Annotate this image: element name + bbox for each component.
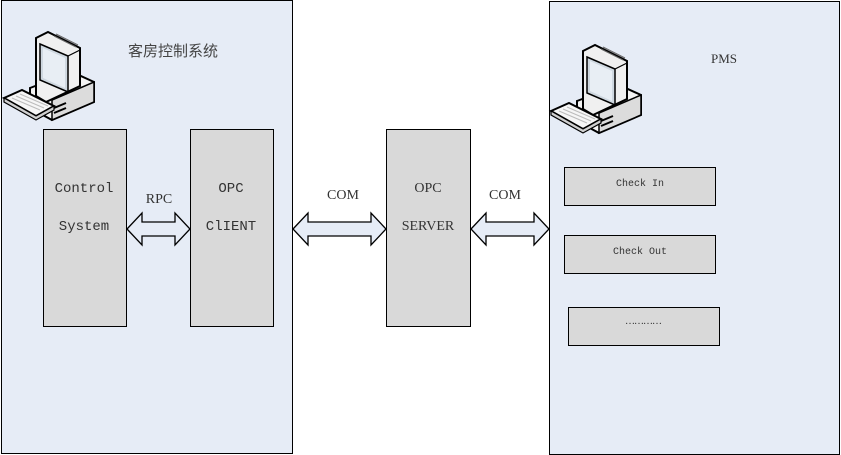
more-functions-box — [568, 307, 720, 346]
opc-client-box — [190, 129, 274, 327]
check-in-box — [564, 167, 716, 206]
control-system-label-line2: System — [58, 219, 110, 235]
opc-server-label-line2: SERVER — [401, 219, 455, 234]
opc-client-label-line1: OPC — [218, 181, 244, 197]
computer-icon — [548, 43, 642, 135]
room-control-title: 客房控制系统 — [128, 42, 219, 60]
pms-title: PMS — [711, 51, 738, 66]
opc-client-label-line2: ClIENT — [205, 219, 257, 235]
check-in-label: Check In — [615, 179, 665, 190]
opc-server-label-line1: OPC — [414, 181, 442, 196]
computer-icon — [1, 30, 95, 122]
com-right-label: COM — [489, 188, 521, 203]
rpc-label: RPC — [145, 192, 173, 207]
opc-server-box — [386, 129, 471, 327]
more-functions-label: ………… — [625, 316, 662, 327]
control-system-box — [43, 129, 127, 327]
check-out-box — [564, 235, 716, 274]
com-left-label: COM — [327, 188, 359, 203]
check-out-label: Check Out — [612, 247, 668, 258]
control-system-label-line1: Control — [54, 181, 114, 197]
